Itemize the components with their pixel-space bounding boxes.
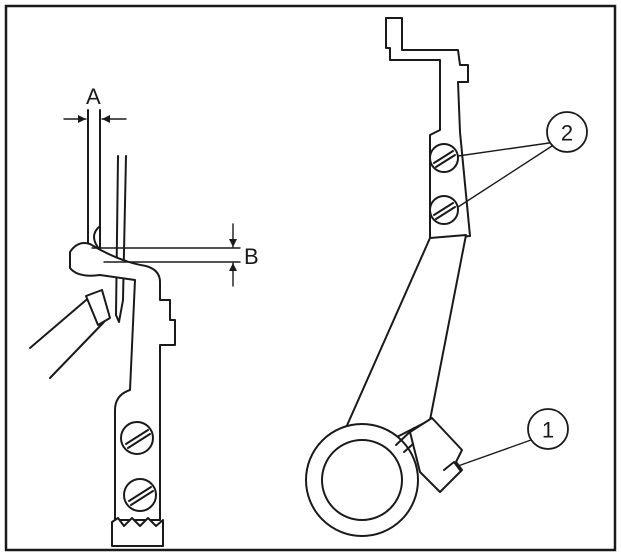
label-b: B [244, 244, 259, 269]
label-a: A [86, 84, 101, 109]
callout-2: 2 [457, 111, 588, 208]
looper-tip [85, 289, 111, 326]
clamp-screw-head [443, 461, 461, 471]
hook-torn-edge [111, 517, 164, 547]
dimension-b: B [91, 223, 259, 287]
hook-screw-upper [120, 421, 154, 455]
ring-clamp [305, 423, 423, 537]
hook-body [69, 242, 176, 521]
looper-line-1 [29, 294, 93, 349]
hook-screw-lower [123, 478, 157, 512]
clamp-block [409, 417, 463, 493]
dimension-a: A [63, 84, 127, 123]
callout-1: 1 [457, 408, 569, 467]
right-part: 2 1 [305, 17, 588, 537]
bracket-screw-lower [429, 195, 459, 225]
callout-2-label: 2 [561, 121, 573, 146]
bracket-top [385, 17, 471, 241]
looper-line-2 [49, 321, 105, 379]
bracket-arm [344, 234, 467, 439]
needle-line-1 [115, 155, 119, 316]
left-part: A B [29, 84, 259, 547]
needle-tip [115, 299, 124, 323]
frame-border [4, 4, 617, 552]
bracket-screw-upper [429, 143, 459, 173]
callout-1-label: 1 [542, 418, 554, 443]
